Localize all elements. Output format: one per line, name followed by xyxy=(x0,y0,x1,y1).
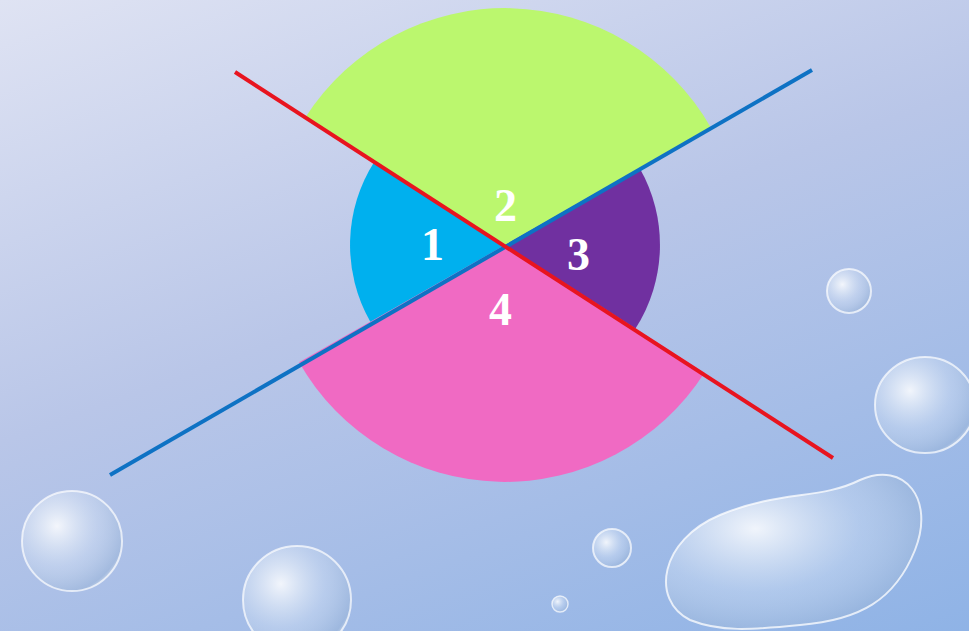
blue-line xyxy=(110,70,812,475)
angle-number: 3 xyxy=(567,232,590,278)
angle-number: 2 xyxy=(494,183,517,229)
red-line xyxy=(235,72,833,458)
angle-number: 4 xyxy=(489,287,512,333)
angle-number: 1 xyxy=(421,222,444,268)
